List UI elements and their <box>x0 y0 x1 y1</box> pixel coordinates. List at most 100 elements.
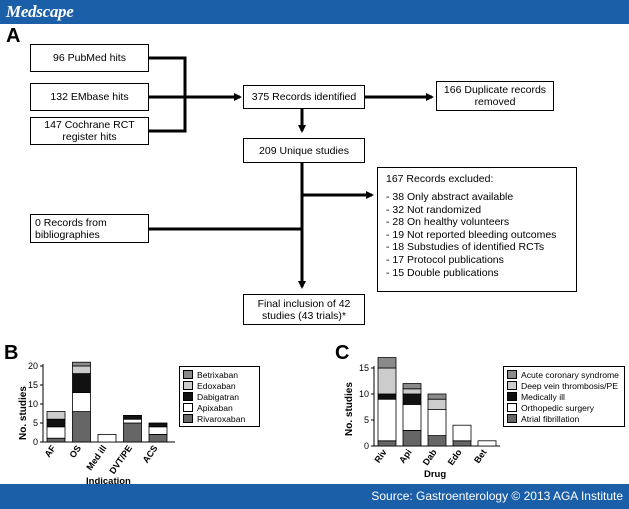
box-pubmed: 96 PubMed hits <box>30 44 149 72</box>
box-unique-studies-text: 209 Unique studies <box>259 144 349 157</box>
bar-segment-orthopedic-surgery <box>427 409 447 437</box>
y-tick-label: 10 <box>28 399 38 409</box>
bar-segment-edoxaban <box>46 411 66 420</box>
legend-entry: Orthopedic surgery <box>507 402 621 413</box>
legend-entry: Dabigatran <box>183 391 256 402</box>
y-tick-label: 15 <box>28 380 38 390</box>
legend-swatch <box>183 381 193 390</box>
panel-label-a: A <box>6 25 21 47</box>
box-records-excluded: 167 Records excluded: - 38 Only abstract… <box>377 167 577 292</box>
legend-swatch <box>183 414 193 423</box>
panel-label-b: B <box>4 342 19 364</box>
box-records-identified-text: 375 Records identified <box>251 91 357 103</box>
excluded-item: - 19 Not reported bleeding outcomes <box>386 228 557 241</box>
bar-segment-atrial-fibrillation <box>377 440 397 447</box>
legend-entry: Atrial fibrillation <box>507 413 621 424</box>
bar-segment-acute-coronary-syndrome <box>377 357 397 369</box>
legend-label: Rivaroxaban <box>197 413 246 424</box>
box-bibliographies: 0 Records from bibliographies <box>30 214 149 243</box>
medscape-logo: Medscape <box>6 2 74 21</box>
excluded-item: - 17 Protocol publications <box>386 253 504 266</box>
excluded-item: - 32 Not randomized <box>386 203 482 216</box>
panel-label-c: C <box>335 342 350 364</box>
excluded-item: - 18 Substudies of identified RCTs <box>386 241 545 254</box>
x-tick-label: Riv <box>372 447 388 464</box>
legend-swatch <box>183 392 193 401</box>
x-tick-label: Edo <box>446 447 464 467</box>
box-duplicates-text: 166 Duplicate records removed <box>443 84 547 108</box>
box-bibliographies-text: 0 Records from bibliographies <box>35 216 107 241</box>
bar-segment-betrixaban <box>72 361 91 367</box>
bar-segment-orthopedic-surgery <box>377 398 397 442</box>
legend-entry: Acute coronary syndrome <box>507 369 621 380</box>
legend-entry: Medically ill <box>507 391 621 402</box>
bar-segment-orthopedic-surgery <box>402 403 422 431</box>
chart-b-xlabel: Indication <box>86 476 131 487</box>
y-tick-label: 0 <box>33 437 38 447</box>
excluded-item: - 15 Double publications <box>386 266 499 279</box>
y-tick-label: 10 <box>359 389 369 399</box>
box-embase: 132 EMbase hits <box>30 83 149 111</box>
legend-label: Atrial fibrillation <box>521 413 580 424</box>
legend-label: Apixaban <box>197 402 233 413</box>
box-unique-studies: 209 Unique studies <box>243 138 365 163</box>
bar-segment-deep-vein-thrombosis-pe <box>427 398 447 411</box>
bar-segment-acute-coronary-syndrome <box>402 383 422 390</box>
legend-label: Acute coronary syndrome <box>521 369 619 380</box>
bar-segment-deep-vein-thrombosis-pe <box>402 388 422 395</box>
excluded-list: - 38 Only abstract available- 32 Not ran… <box>386 191 568 279</box>
excluded-item: - 38 Only abstract available <box>386 191 514 203</box>
bar-segment-atrial-fibrillation <box>402 429 422 447</box>
box-cochrane: 147 Cochrane RCT register hits <box>30 117 149 145</box>
x-tick-label: Dab <box>421 447 439 467</box>
bar-segment-acute-coronary-syndrome <box>427 393 447 400</box>
legend-entry: Apixaban <box>183 402 256 413</box>
legend-entry: Edoxaban <box>183 380 256 391</box>
legend-swatch <box>183 403 193 412</box>
y-tick-label: 0 <box>364 441 369 451</box>
footer-banner: Source: Gastroenterology © 2013 AGA Inst… <box>0 484 629 509</box>
bar-segment-orthopedic-surgery <box>477 440 497 447</box>
y-tick-label: 15 <box>359 363 369 373</box>
chart-c-ylabel: No. studies <box>344 382 355 436</box>
bar-segment-atrial-fibrillation <box>452 440 472 447</box>
x-tick-label: Bet <box>472 447 489 465</box>
chart-c-xlabel: Drug <box>424 469 447 480</box>
source-credit: Source: Gastroenterology © 2013 AGA Inst… <box>371 489 623 503</box>
box-final-inclusion: Final inclusion of 42 studies (43 trials… <box>243 294 365 325</box>
legend-swatch <box>507 370 517 379</box>
box-final-inclusion-text: Final inclusion of 42 studies (43 trials… <box>257 297 351 322</box>
bar-segment-deep-vein-thrombosis-pe <box>377 367 397 395</box>
bar-segment-dabigatran <box>148 422 168 428</box>
legend-swatch <box>507 414 517 423</box>
legend-swatch <box>183 370 193 379</box>
legend-label: Orthopedic surgery <box>521 402 595 413</box>
legend-label: Medically ill <box>521 391 565 402</box>
bar-segment-atrial-fibrillation <box>427 435 447 447</box>
legend-entry: Rivaroxaban <box>183 413 256 424</box>
legend-label: Deep vein thrombosis/PE <box>521 380 618 391</box>
bar-segment-dabigatran <box>123 414 142 420</box>
legend-label: Edoxaban <box>197 380 236 391</box>
legend-swatch <box>507 403 517 412</box>
bar-segment-medically-ill <box>377 393 397 400</box>
top-banner: Medscape <box>0 0 629 24</box>
y-tick-label: 5 <box>33 418 38 428</box>
legend-label: Dabigatran <box>197 391 240 402</box>
box-embase-text: 132 EMbase hits <box>50 91 129 103</box>
legend-label: Betrixaban <box>197 369 239 380</box>
x-tick-label: Api <box>397 447 414 465</box>
excluded-item: - 28 On healthy volunteers <box>386 216 510 229</box>
box-duplicates: 166 Duplicate records removed <box>436 81 554 111</box>
excluded-title: 167 Records excluded: <box>386 173 494 185</box>
legend-swatch <box>507 392 517 401</box>
legend-swatch <box>507 381 517 390</box>
legend-entry: Betrixaban <box>183 369 256 380</box>
y-tick-label: 20 <box>28 361 38 371</box>
legend-entry: Deep vein thrombosis/PE <box>507 380 621 391</box>
box-records-identified: 375 Records identified <box>243 85 365 109</box>
